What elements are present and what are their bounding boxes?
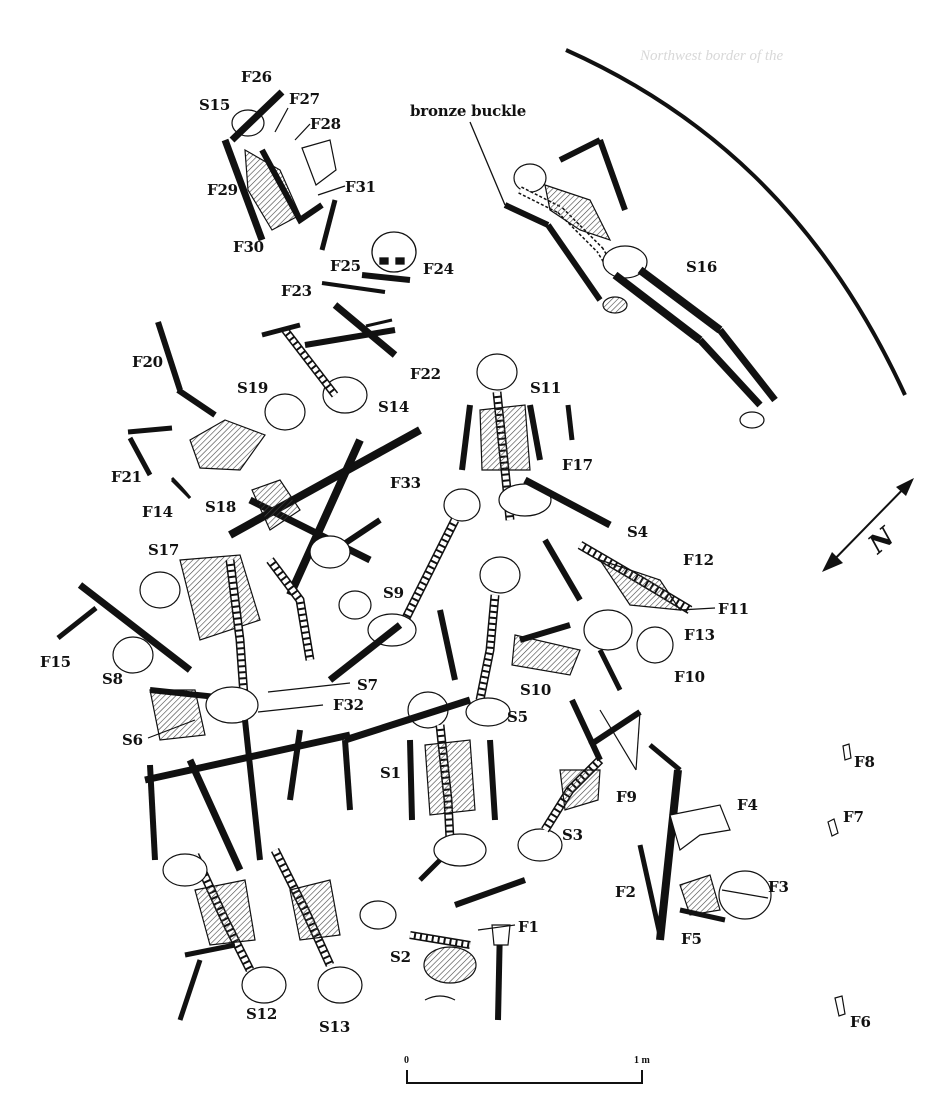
label-f30: F30 [233, 238, 264, 256]
label-s6: S6 [122, 731, 143, 749]
label-f13: F13 [684, 626, 715, 644]
skeleton-s4 [542, 538, 693, 692]
scale-end-label: 1 m [634, 1055, 650, 1066]
label-s4: S4 [627, 523, 648, 541]
bronze-buckle-label: bronze buckle [410, 102, 527, 120]
label-f23: F23 [281, 282, 312, 300]
label-f14: F14 [142, 503, 173, 521]
label-f4: F4 [737, 796, 758, 814]
skeleton-s12 [162, 853, 287, 1021]
label-s16: S16 [686, 258, 718, 276]
label-s9: S9 [383, 584, 404, 602]
label-s17: S17 [148, 541, 180, 559]
skeleton-s17 [77, 535, 372, 711]
skeleton-s18 [228, 426, 422, 597]
skeleton-s13 [270, 847, 397, 1004]
label-f25: F25 [330, 257, 361, 275]
label-f24: F24 [423, 260, 454, 278]
label-f20: F20 [132, 353, 163, 371]
label-s7: S7 [357, 676, 378, 694]
small-find-f6 [834, 995, 846, 1017]
label-s12: S12 [246, 1005, 278, 1023]
skeleton-s8 [112, 636, 259, 741]
label-s3: S3 [562, 826, 583, 844]
label-leaders [147, 107, 716, 931]
scale-start-label: 0 [404, 1055, 409, 1066]
label-f8: F8 [854, 753, 875, 771]
label-f1: F1 [518, 918, 539, 936]
label-s10: S10 [520, 681, 552, 699]
label-f22: F22 [410, 365, 441, 383]
pit-border-line [565, 48, 907, 396]
label-f12: F12 [683, 551, 714, 569]
label-s11: S11 [530, 379, 562, 397]
label-f27: F27 [289, 90, 320, 108]
label-f11: F11 [718, 600, 749, 618]
label-f17: F17 [562, 456, 593, 474]
small-find-f8 [842, 743, 852, 761]
label-s19: S19 [237, 379, 269, 397]
label-f31: F31 [345, 178, 376, 196]
label-f6: F6 [850, 1013, 871, 1031]
skeleton-s16 [503, 137, 778, 429]
label-f5: F5 [681, 930, 702, 948]
skeleton-s9 [318, 488, 481, 683]
skull-f24 [321, 231, 417, 294]
skeleton-s11 [459, 353, 612, 529]
label-f28: F28 [310, 115, 341, 133]
label-f2: F2 [615, 883, 636, 901]
label-f32: F32 [333, 696, 364, 714]
label-f29: F29 [207, 181, 238, 199]
label-s5: S5 [507, 708, 528, 726]
label-f21: F21 [111, 468, 142, 486]
label-f10: F10 [674, 668, 705, 686]
skeleton-s14 [261, 302, 398, 414]
label-f26: F26 [241, 68, 272, 86]
label-s2: S2 [390, 948, 411, 966]
skeleton-s15 [221, 89, 338, 251]
label-s8: S8 [102, 670, 123, 688]
label-f3: F3 [768, 878, 789, 896]
skeleton-s6 [144, 719, 351, 872]
label-s13: S13 [319, 1018, 351, 1036]
label-f7: F7 [843, 808, 864, 826]
skeleton-s1 [342, 691, 511, 882]
faint-header-text: Northwest border of the [640, 48, 784, 64]
small-find-f7 [827, 818, 839, 837]
label-f15: F15 [40, 653, 71, 671]
bone-group-f2-f5 [637, 743, 772, 941]
bronze-buckle-leader [469, 121, 506, 206]
skeleton-s10 [437, 556, 581, 701]
skeleton-s19 [127, 321, 306, 500]
label-s1: S1 [380, 764, 401, 782]
skeleton-s2 [409, 877, 527, 1021]
scale-bar [406, 1070, 643, 1084]
label-s14: S14 [378, 398, 410, 416]
loose-bones [56, 318, 393, 640]
label-s18: S18 [205, 498, 237, 516]
label-f33: F33 [390, 474, 421, 492]
label-f9: F9 [616, 788, 637, 806]
label-s15: S15 [199, 96, 231, 114]
north-arrow-icon [822, 478, 914, 572]
skeleton-s3 [517, 698, 642, 862]
